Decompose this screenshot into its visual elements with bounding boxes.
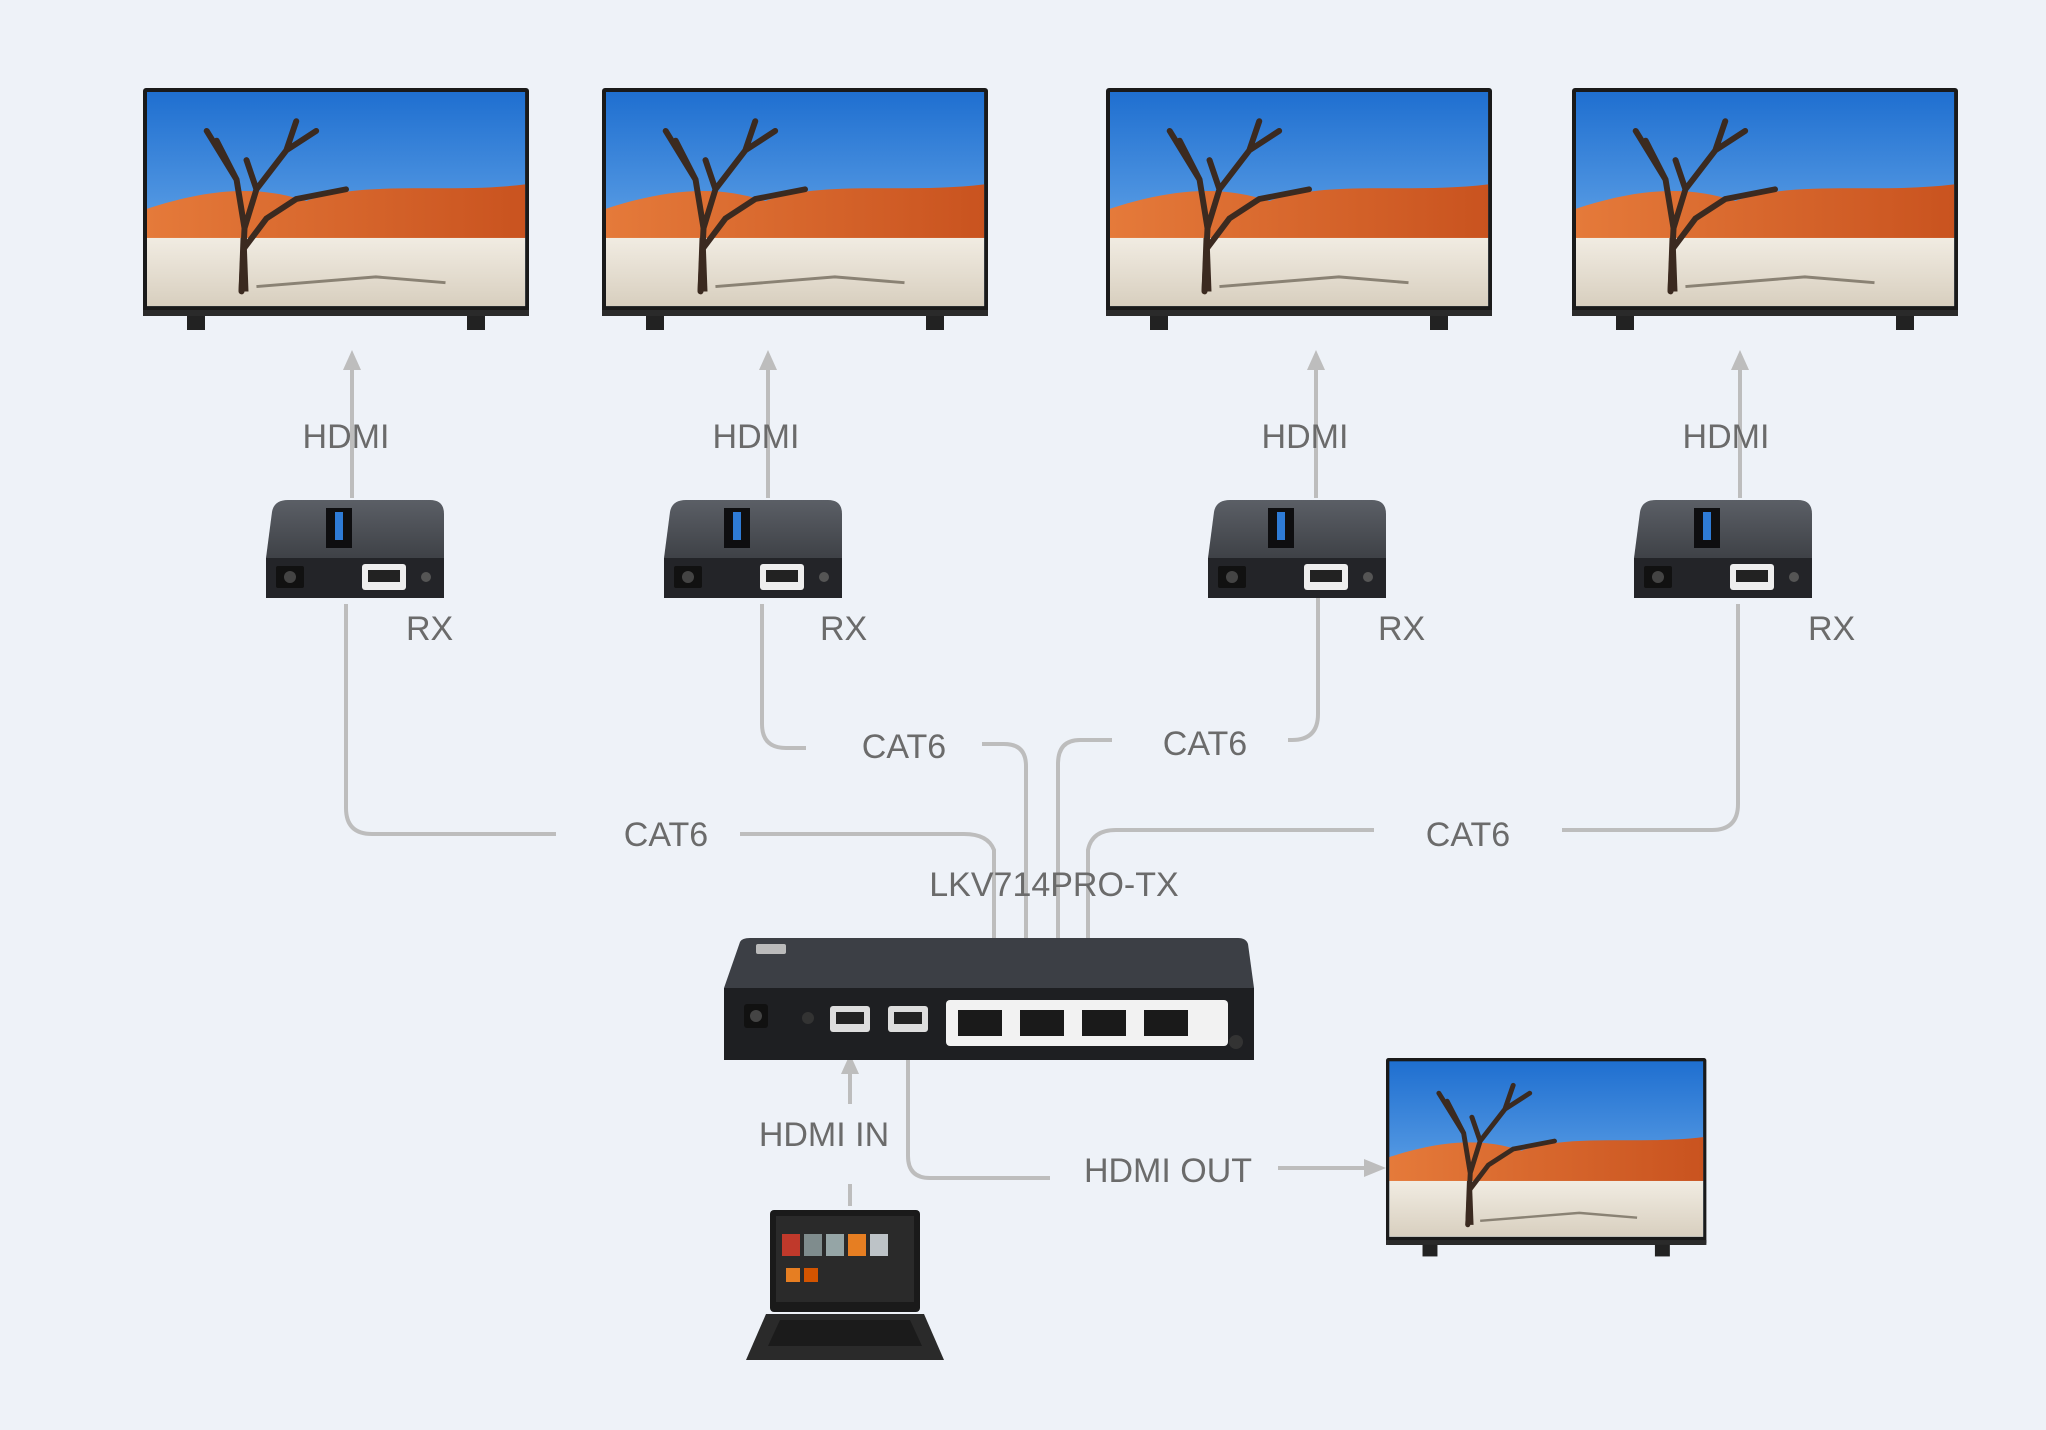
arrow-up-icon xyxy=(841,1054,859,1074)
arrow-up-icon xyxy=(759,350,777,370)
hdmi-label-rx3: HDMI xyxy=(1262,418,1349,456)
cat6-cable-rx2-tail xyxy=(982,742,1028,940)
hdmi-label-rx2: HDMI xyxy=(713,418,800,456)
hdmi-in-label: HDMI IN xyxy=(759,1116,889,1154)
rx-label-3: RX xyxy=(1378,610,1425,648)
cat6-label-rx1: CAT6 xyxy=(624,816,708,854)
cat6-cable-rx1-tail xyxy=(740,832,996,940)
receiver-icon xyxy=(266,500,444,598)
cat6-label-rx4: CAT6 xyxy=(1426,816,1510,854)
tv-icon xyxy=(1386,1058,1706,1256)
rx-label-4: RX xyxy=(1808,610,1855,648)
hdmi-label-rx4: HDMI xyxy=(1683,418,1770,456)
hdmi-out-label: HDMI OUT xyxy=(1084,1152,1252,1190)
receiver-icon xyxy=(664,500,842,598)
arrow-up-icon xyxy=(343,350,361,370)
cat6-cable-rx4 xyxy=(1562,604,1740,832)
cat6-label-rx3: CAT6 xyxy=(1163,725,1247,763)
transmitter-model-label: LKV714PRO-TX xyxy=(929,866,1178,904)
tv-icon xyxy=(143,88,529,330)
arrow-up-icon xyxy=(1307,350,1325,370)
arrow-right-icon xyxy=(1364,1159,1386,1177)
receiver-icon xyxy=(1208,500,1386,598)
cat6-cable-rx2 xyxy=(760,604,806,750)
arrow-up-icon xyxy=(1731,350,1749,370)
tv-icon xyxy=(1572,88,1958,330)
rx-label-2: RX xyxy=(820,610,867,648)
cat6-cable-rx4-tail xyxy=(1086,828,1374,940)
tv-icon xyxy=(1106,88,1492,330)
cat6-label-rx2: CAT6 xyxy=(862,728,946,766)
laptop-icon xyxy=(746,1210,944,1360)
receiver-icon xyxy=(1634,500,1812,598)
rx-label-1: RX xyxy=(406,610,453,648)
hdmi-out-cable xyxy=(906,1056,1050,1180)
cat6-cable-rx3-tail xyxy=(1056,738,1112,940)
hdmi-label-rx1: HDMI xyxy=(303,418,390,456)
transmitter-icon xyxy=(724,938,1254,1060)
cat6-cable-rx1 xyxy=(344,604,556,836)
tv-icon xyxy=(602,88,988,330)
cat6-cable-rx3 xyxy=(1288,596,1320,742)
